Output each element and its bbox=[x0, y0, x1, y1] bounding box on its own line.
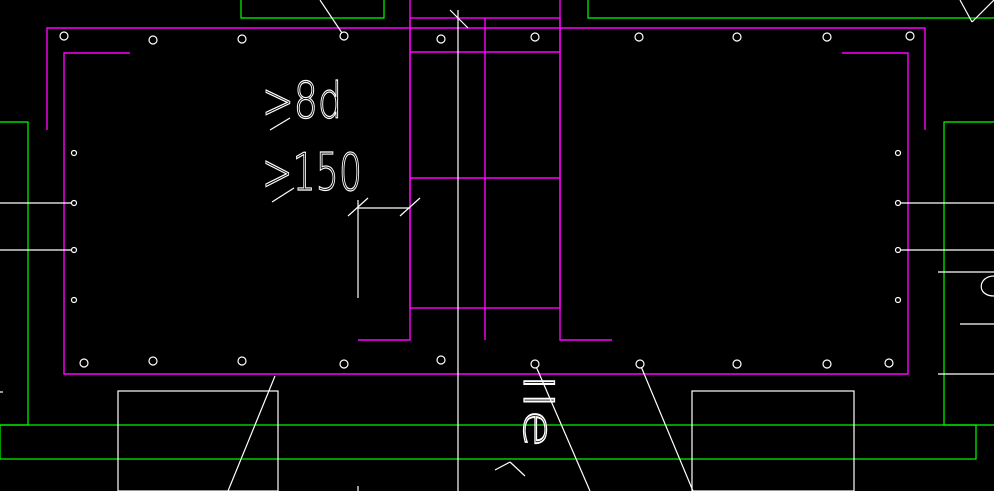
lap-length-label: lle bbox=[514, 374, 560, 448]
green-outlines bbox=[0, 0, 994, 460]
rebar-dots bbox=[59, 31, 915, 369]
anchor-min-length-label: >150 bbox=[262, 143, 362, 203]
partial-glyph bbox=[980, 275, 994, 297]
text-leaders bbox=[269, 117, 526, 477]
anchor-min-diameter-label: >8d bbox=[262, 72, 342, 130]
magenta-rebars bbox=[46, 0, 926, 375]
